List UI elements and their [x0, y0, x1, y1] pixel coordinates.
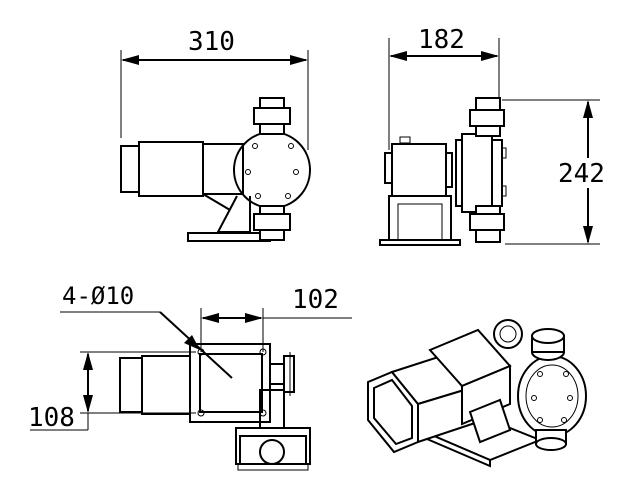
front-view: 310	[120, 27, 311, 242]
top-view: 4-Ø10 102 108	[28, 282, 352, 471]
dim-holes: 4-Ø10	[62, 282, 134, 310]
dim-side-height: 242	[558, 159, 605, 189]
dim-hole-spacing-y: 108	[28, 403, 75, 433]
dim-side-width: 182	[418, 25, 465, 55]
side-view: 182 242	[379, 25, 620, 246]
dim-front-width: 310	[188, 27, 235, 57]
isometric-view	[367, 319, 587, 468]
dim-hole-spacing-x: 102	[292, 285, 339, 315]
